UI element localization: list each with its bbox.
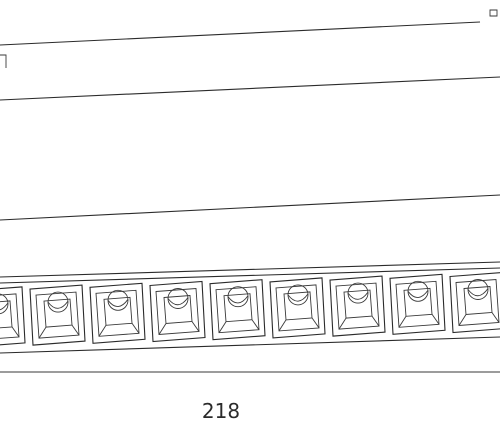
led-module	[329, 275, 386, 337]
led-module	[269, 277, 326, 339]
lamp-body	[0, 261, 500, 354]
housing-outline	[0, 9, 500, 221]
dimension-label: 218	[202, 399, 240, 423]
led-module	[29, 284, 86, 346]
led-module	[89, 282, 146, 344]
led-modules	[0, 272, 500, 346]
led-module	[389, 273, 446, 335]
led-module	[149, 280, 206, 343]
led-module	[449, 272, 500, 334]
led-module	[209, 279, 266, 341]
led-module	[0, 286, 26, 346]
